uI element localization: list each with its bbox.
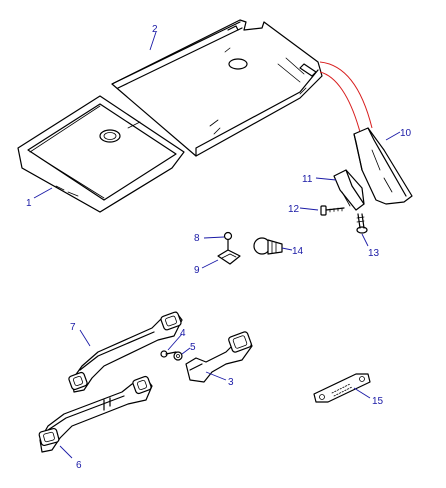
grab-handle-upper[interactable] (68, 311, 183, 393)
small-screw[interactable] (160, 350, 177, 358)
callout-11: 11 (302, 174, 313, 185)
headlining-panel-front[interactable] (17, 95, 185, 213)
callout-15: 15 (372, 396, 384, 407)
headlining-panel-rear[interactable] (111, 19, 323, 157)
callout-8: 8 (194, 233, 200, 244)
callout-9: 9 (194, 265, 200, 276)
washer[interactable] (173, 351, 183, 361)
callout-10: 10 (400, 128, 412, 139)
callout-labels: 2 1 10 11 12 13 8 9 14 7 6 4 5 3 15 (26, 24, 412, 471)
callout-13: 13 (368, 248, 380, 259)
callout-3: 3 (228, 377, 234, 388)
callout-6: 6 (76, 460, 82, 471)
callout-4: 4 (180, 328, 186, 339)
callout-5: 5 (190, 342, 196, 353)
bracket[interactable] (333, 169, 365, 211)
callout-1: 1 (26, 198, 32, 209)
leader-lines (33, 31, 401, 459)
callout-12: 12 (288, 204, 300, 215)
clip-base[interactable] (217, 249, 241, 265)
clip-pin[interactable] (223, 231, 233, 253)
connection-highlight (319, 61, 373, 133)
callout-14: 14 (292, 246, 304, 257)
fastener[interactable] (356, 213, 368, 234)
screw[interactable] (320, 205, 345, 216)
strap-plate[interactable] (313, 373, 371, 403)
callout-2: 2 (152, 24, 158, 35)
cover-cowl[interactable] (353, 127, 413, 205)
grab-handle-lower[interactable] (38, 375, 153, 453)
callout-7: 7 (70, 322, 76, 333)
handle-bracket-assembly[interactable] (185, 331, 253, 383)
push-fastener[interactable] (253, 237, 283, 255)
